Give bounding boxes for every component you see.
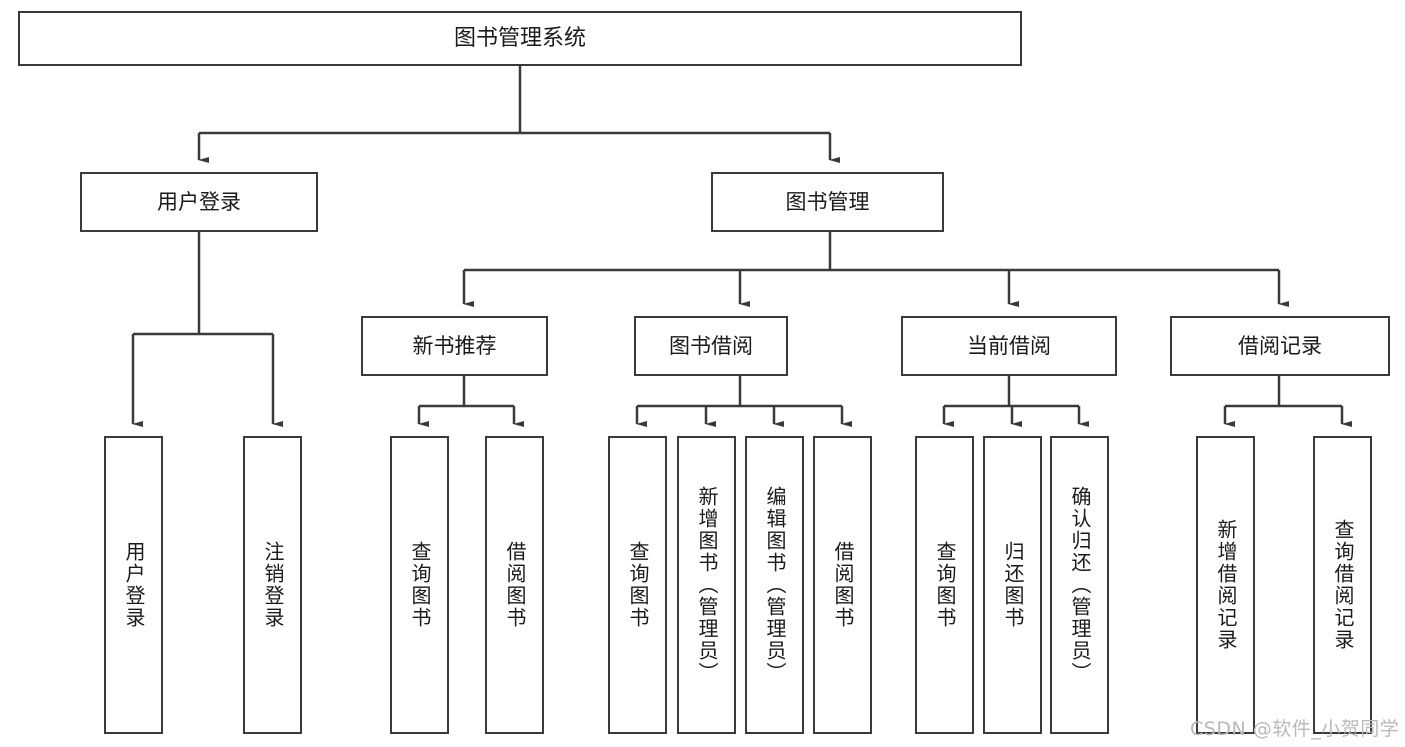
leaf-query-book-current[interactable]: 查询图书 bbox=[915, 436, 974, 734]
watermark: CSDN @软件_小贺同学 bbox=[1190, 718, 1400, 740]
node-label: 查询图书 bbox=[408, 541, 432, 629]
node-label: 查询借阅记录 bbox=[1331, 519, 1355, 651]
node-label: 借阅记录 bbox=[1238, 333, 1322, 358]
leaf-borrow-book-recommend[interactable]: 借阅图书 bbox=[485, 436, 544, 734]
node-label: 注销登录 bbox=[261, 541, 285, 629]
leaf-borrow-book[interactable]: 借阅图书 bbox=[813, 436, 872, 734]
node-book-management[interactable]: 图书管理 bbox=[711, 172, 944, 232]
node-label: 借阅图书 bbox=[831, 541, 855, 629]
leaf-edit-book-admin[interactable]: 编辑图书（管理员） bbox=[745, 436, 804, 734]
leaf-query-borrow-record[interactable]: 查询借阅记录 bbox=[1313, 436, 1372, 734]
node-current-borrow[interactable]: 当前借阅 bbox=[901, 316, 1117, 376]
node-label: 查询图书 bbox=[626, 541, 650, 629]
leaf-user-login[interactable]: 用户登录 bbox=[104, 436, 163, 734]
node-label: 图书管理系统 bbox=[453, 25, 586, 51]
node-user-login[interactable]: 用户登录 bbox=[80, 172, 318, 232]
node-label: 新书推荐 bbox=[412, 333, 497, 358]
node-label: 编辑图书（管理员） bbox=[763, 486, 787, 684]
node-root[interactable]: 图书管理系统 bbox=[18, 11, 1022, 66]
node-label: 查询图书 bbox=[933, 541, 957, 629]
node-label: 用户登录 bbox=[157, 189, 241, 214]
node-label: 图书借阅 bbox=[669, 333, 753, 358]
node-book-borrow[interactable]: 图书借阅 bbox=[634, 316, 788, 376]
node-label: 图书管理 bbox=[785, 189, 870, 214]
leaf-logout[interactable]: 注销登录 bbox=[243, 436, 302, 734]
leaf-return-book[interactable]: 归还图书 bbox=[983, 436, 1042, 734]
leaf-confirm-return-admin[interactable]: 确认归还（管理员） bbox=[1050, 436, 1109, 734]
leaf-add-borrow-record[interactable]: 新增借阅记录 bbox=[1196, 436, 1255, 734]
leaf-query-book-recommend[interactable]: 查询图书 bbox=[390, 436, 449, 734]
node-label: 用户登录 bbox=[122, 541, 146, 629]
node-borrow-record[interactable]: 借阅记录 bbox=[1170, 316, 1390, 376]
node-label: 归还图书 bbox=[1001, 541, 1025, 629]
leaf-add-book-admin[interactable]: 新增图书（管理员） bbox=[677, 436, 736, 734]
node-label: 新增借阅记录 bbox=[1214, 519, 1238, 651]
node-label: 借阅图书 bbox=[503, 541, 527, 629]
leaf-query-book-borrow[interactable]: 查询图书 bbox=[608, 436, 667, 734]
node-label: 新增图书（管理员） bbox=[695, 486, 719, 684]
node-new-book-recommend[interactable]: 新书推荐 bbox=[361, 316, 548, 376]
node-label: 当前借阅 bbox=[967, 333, 1051, 358]
node-label: 确认归还（管理员） bbox=[1068, 486, 1092, 684]
